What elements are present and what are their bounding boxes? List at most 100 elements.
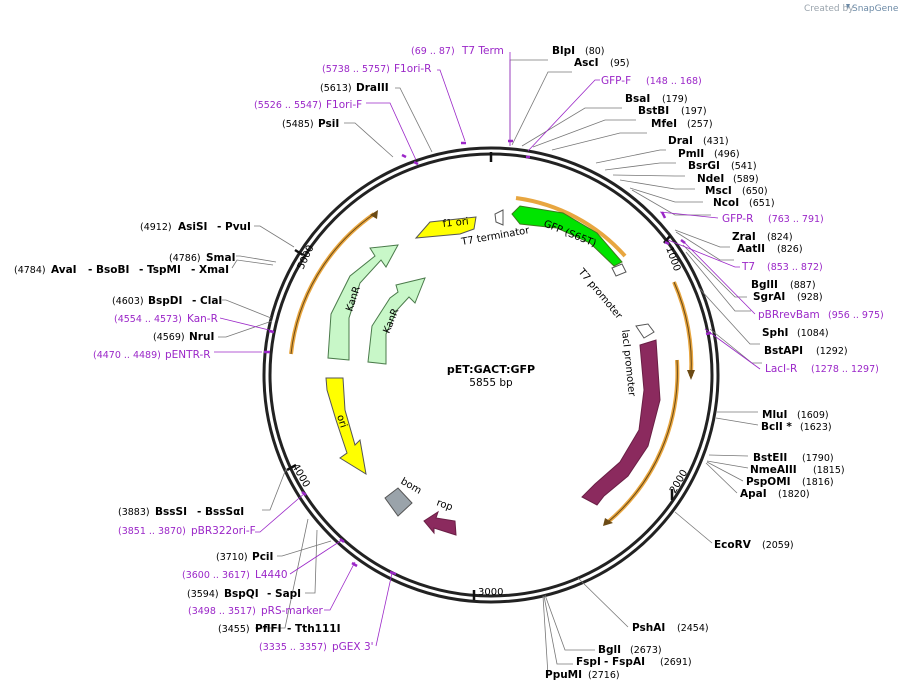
enzyme-bsrgi[interactable]: BsrGI [688, 160, 720, 172]
primer-gfpr[interactable]: GFP-R [722, 213, 753, 225]
enzyme-bspdi[interactable]: BspDI [148, 295, 182, 307]
enzyme-fspai[interactable]: - FspAI [604, 656, 645, 668]
enzyme-avai[interactable]: AvaI [51, 264, 77, 276]
laci-promoter-feature[interactable] [635, 323, 655, 339]
primer-pentrr[interactable]: pENTR-R [165, 349, 211, 361]
enzyme-psii[interactable]: PsiI [318, 118, 339, 130]
enzyme-tth111i[interactable]: - Tth111I [287, 623, 341, 635]
enzyme-bstbi[interactable]: BstBI [638, 105, 669, 117]
enzyme-bcli[interactable]: BclI * [761, 421, 792, 433]
bom-feature[interactable] [384, 487, 413, 517]
enzyme-sphi[interactable]: SphI [762, 327, 788, 339]
f1-ori-label: f1 ori [442, 216, 469, 230]
enzyme-bspdi-pos: (4603) [112, 296, 144, 307]
enzyme-bstapi[interactable]: BstAPI [764, 345, 803, 357]
leader-lines-black [218, 59, 762, 676]
enzyme-ppumi[interactable]: PpuMI [545, 669, 582, 681]
enzyme-bgli[interactable]: BglI [598, 644, 621, 656]
plasmid-name: pET:GACT:GFP [447, 363, 535, 376]
rop-label: rop [435, 497, 454, 513]
enzyme-sapi[interactable]: - SapI [267, 588, 301, 600]
enzyme-bglii[interactable]: BglII [751, 279, 778, 291]
enzyme-pcii[interactable]: PciI [252, 551, 273, 563]
primer-f1orif[interactable]: F1ori-F [326, 99, 362, 111]
enzyme-pshai[interactable]: PshAI [632, 622, 665, 634]
enzyme-bsssi[interactable]: BssSI [155, 506, 187, 518]
credit-brand: SnapGene [852, 4, 899, 14]
primer-f1orir[interactable]: F1ori-R [394, 63, 431, 75]
primer-gfpr-pos: (763 .. 791) [768, 214, 824, 225]
enzyme-bsssai[interactable]: - BssSαI [197, 506, 244, 518]
enzyme-blpi[interactable]: BlpI [552, 45, 575, 57]
kanr-inner-feature[interactable] [367, 277, 426, 365]
enzyme-drai[interactable]: DraI [668, 135, 693, 147]
enzyme-msci-pos: (650) [742, 186, 768, 197]
t7-promoter-feature[interactable] [611, 263, 627, 277]
leader-lines-purple [214, 52, 761, 647]
primer-gfpf[interactable]: GFP-F [601, 75, 631, 87]
primer-lacir-pos: (1278 .. 1297) [811, 364, 879, 375]
enzyme-bsteii[interactable]: BstEII [753, 452, 787, 464]
primer-ticks [264, 139, 712, 576]
enzyme-bsai[interactable]: BsaI [625, 93, 650, 105]
tick-label-3000: 3000 [478, 587, 503, 598]
enzyme-clai[interactable]: - ClaI [192, 295, 222, 307]
laci-feature[interactable] [581, 339, 661, 506]
enzyme-nrui[interactable]: NruI [189, 331, 214, 343]
ori-label: ori [334, 414, 348, 430]
enzyme-sgrai[interactable]: SgrAI [753, 291, 785, 303]
enzyme-smai[interactable]: SmaI [206, 252, 236, 264]
enzyme-pmli[interactable]: PmlI [678, 148, 704, 160]
enzyme-nmeaiii[interactable]: NmeAIII [750, 464, 797, 476]
enzyme-fspi[interactable]: FspI [576, 656, 601, 668]
enzyme-bspqi[interactable]: BspQI [224, 588, 259, 600]
primer-t7term[interactable]: T7 Term [461, 45, 504, 57]
primer-l4440[interactable]: L4440 [255, 569, 288, 581]
enzyme-ndei[interactable]: NdeI [697, 173, 724, 185]
kanr-outer-feature[interactable] [327, 244, 399, 361]
enzyme-tspmi[interactable]: - TspMI [139, 264, 181, 276]
enzyme-apai[interactable]: ApaI [740, 488, 767, 500]
orf-arrowhead [687, 370, 695, 380]
rop-feature[interactable] [423, 510, 457, 536]
plasmid-size: 5855 bp [469, 377, 513, 389]
enzyme-blpi-pos: (80) [585, 46, 605, 57]
ori-feature[interactable] [325, 377, 367, 476]
enzyme-asisi[interactable]: AsiSI [178, 221, 207, 233]
enzyme-msci[interactable]: MscI [705, 185, 732, 197]
enzyme-pvui[interactable]: - PvuI [217, 221, 251, 233]
snapgene-logo-icon [846, 4, 850, 9]
credit-text: Created by [804, 4, 854, 14]
enzyme-pspomi[interactable]: PspOMI [746, 476, 791, 488]
enzyme-draiii[interactable]: DraIII [356, 82, 389, 94]
enzyme-ncoi[interactable]: NcoI [713, 197, 739, 209]
enzyme-mlui-pos: (1609) [797, 410, 829, 421]
orf-arcs-inner [290, 213, 692, 523]
enzyme-ecorv[interactable]: EcoRV [714, 539, 752, 551]
primer-pgex[interactable]: pGEX 3' [332, 641, 374, 653]
enzyme-mfei[interactable]: MfeI [651, 118, 677, 130]
primer-pbr322[interactable]: pBR322ori-F [191, 525, 256, 537]
enzyme-bsteii-pos: (1790) [802, 453, 834, 464]
enzyme-aatii[interactable]: AatII [737, 243, 765, 255]
gfp-feature[interactable] [511, 205, 623, 267]
f1-ori-feature[interactable] [414, 216, 477, 239]
primer-pbrrevbam[interactable]: pBRrevBam [758, 309, 820, 321]
enzyme-asci[interactable]: AscI [574, 57, 599, 69]
enzyme-mlui[interactable]: MluI [762, 409, 787, 421]
enzyme-fspi-pos: (2691) [660, 657, 692, 668]
enzyme-pfifi[interactable]: PflFI [255, 623, 282, 635]
primer-t7[interactable]: T7 [741, 261, 755, 273]
enzyme-bsobi[interactable]: - BsoBI [88, 264, 129, 276]
enzyme-pspomi-pos: (1816) [802, 477, 834, 488]
t7-terminator-feature[interactable] [494, 209, 504, 226]
primer-lacir[interactable]: LacI-R [765, 363, 797, 375]
primer-kanr[interactable]: Kan-R [187, 313, 218, 325]
enzyme-zrai[interactable]: ZraI [732, 231, 756, 243]
laci-label: lacI [626, 415, 641, 435]
enzyme-xmai[interactable]: - XmaI [191, 264, 229, 276]
primer-t7term-pos: (69 .. 87) [411, 46, 455, 57]
enzyme-bsssi-pos: (3883) [118, 507, 150, 518]
enzyme-apai-pos: (1820) [778, 489, 810, 500]
primer-prs[interactable]: pRS-marker [261, 605, 324, 617]
